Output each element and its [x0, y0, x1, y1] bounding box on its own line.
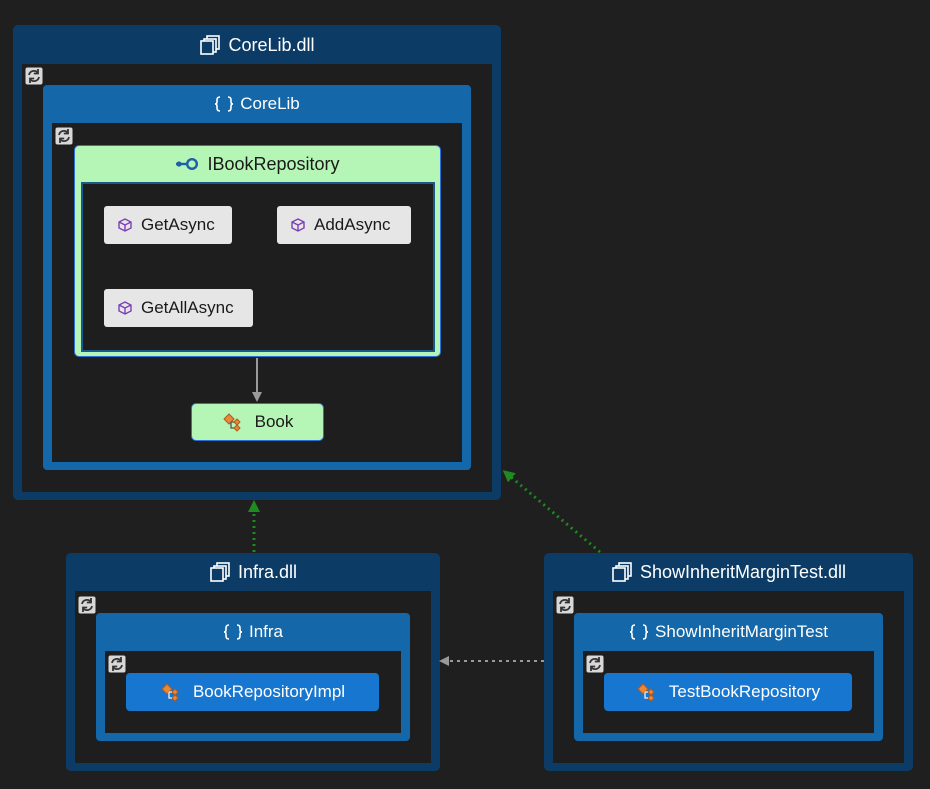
class-label: Book: [254, 412, 294, 431]
class-label: TestBookRepository: [668, 682, 821, 701]
method-cube-icon: [118, 301, 132, 315]
collapse-toggle-icon[interactable]: [78, 596, 96, 614]
link-test-to-corelib: [502, 470, 601, 554]
class-label: BookRepositoryImpl: [192, 682, 346, 701]
class-icon: [222, 412, 246, 432]
assembly-icon: [611, 562, 633, 582]
method-cube-icon: [118, 218, 132, 232]
collapse-toggle-icon[interactable]: [586, 655, 604, 673]
class-testbookrepository[interactable]: TestBookRepository: [604, 673, 852, 711]
namespace-test-title: ShowInheritMarginTest: [655, 622, 828, 641]
class-book[interactable]: Book: [191, 403, 324, 441]
interface-header: IBookRepository: [75, 146, 440, 182]
assembly-infra-title: Infra.dll: [237, 561, 298, 582]
assembly-corelib-title: CoreLib.dll: [228, 34, 315, 55]
namespace-icon: [629, 623, 649, 641]
assembly-test-title: ShowInheritMarginTest.dll: [639, 561, 847, 582]
namespace-test-header: ShowInheritMarginTest: [574, 613, 883, 651]
method-label: GetAllAsync: [141, 298, 234, 317]
class-icon: [160, 682, 184, 702]
method-cube-icon: [291, 218, 305, 232]
class-bookrepositoryimpl[interactable]: BookRepositoryImpl: [126, 673, 379, 711]
collapse-toggle-icon[interactable]: [556, 596, 574, 614]
assembly-infra-header: Infra.dll: [66, 553, 440, 591]
collapse-toggle-icon[interactable]: [55, 127, 73, 145]
class-icon: [636, 682, 660, 702]
method-getallasync[interactable]: GetAllAsync: [104, 289, 253, 327]
method-label: GetAsync: [141, 215, 215, 234]
namespace-icon: [223, 623, 243, 641]
assembly-corelib-header: CoreLib.dll: [13, 26, 501, 64]
interface-icon: [175, 157, 199, 171]
namespace-corelib-title: CoreLib: [240, 94, 300, 113]
namespace-corelib-header: CoreLib: [43, 85, 471, 123]
namespace-infra-title: Infra: [248, 622, 284, 641]
assembly-icon: [199, 35, 221, 55]
collapse-toggle-icon[interactable]: [108, 655, 126, 673]
method-label: AddAsync: [314, 215, 391, 234]
method-addasync[interactable]: AddAsync: [277, 206, 411, 244]
namespace-icon: [214, 95, 234, 113]
assembly-icon: [209, 562, 231, 582]
assembly-test-header: ShowInheritMarginTest.dll: [544, 553, 913, 591]
method-getasync[interactable]: GetAsync: [104, 206, 232, 244]
namespace-infra-header: Infra: [96, 613, 410, 651]
interface-title: IBookRepository: [207, 153, 340, 174]
collapse-toggle-icon[interactable]: [25, 67, 43, 85]
